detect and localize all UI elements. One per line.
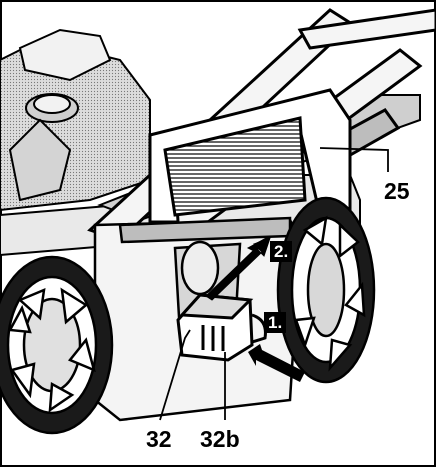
left-wheel	[0, 255, 114, 435]
callout-32: 32	[146, 426, 172, 452]
mulch-plug	[176, 293, 267, 362]
callout-32b: 32b	[200, 426, 240, 452]
right-wheel	[276, 196, 376, 384]
step-badge-1: 1.	[264, 312, 287, 333]
engine	[0, 28, 151, 212]
arrow-step-1	[248, 344, 305, 382]
arrow-step-2	[205, 235, 271, 301]
step-badge-2: 2.	[270, 241, 293, 262]
callout-25: 25	[384, 178, 410, 204]
leader-lines	[159, 147, 389, 421]
